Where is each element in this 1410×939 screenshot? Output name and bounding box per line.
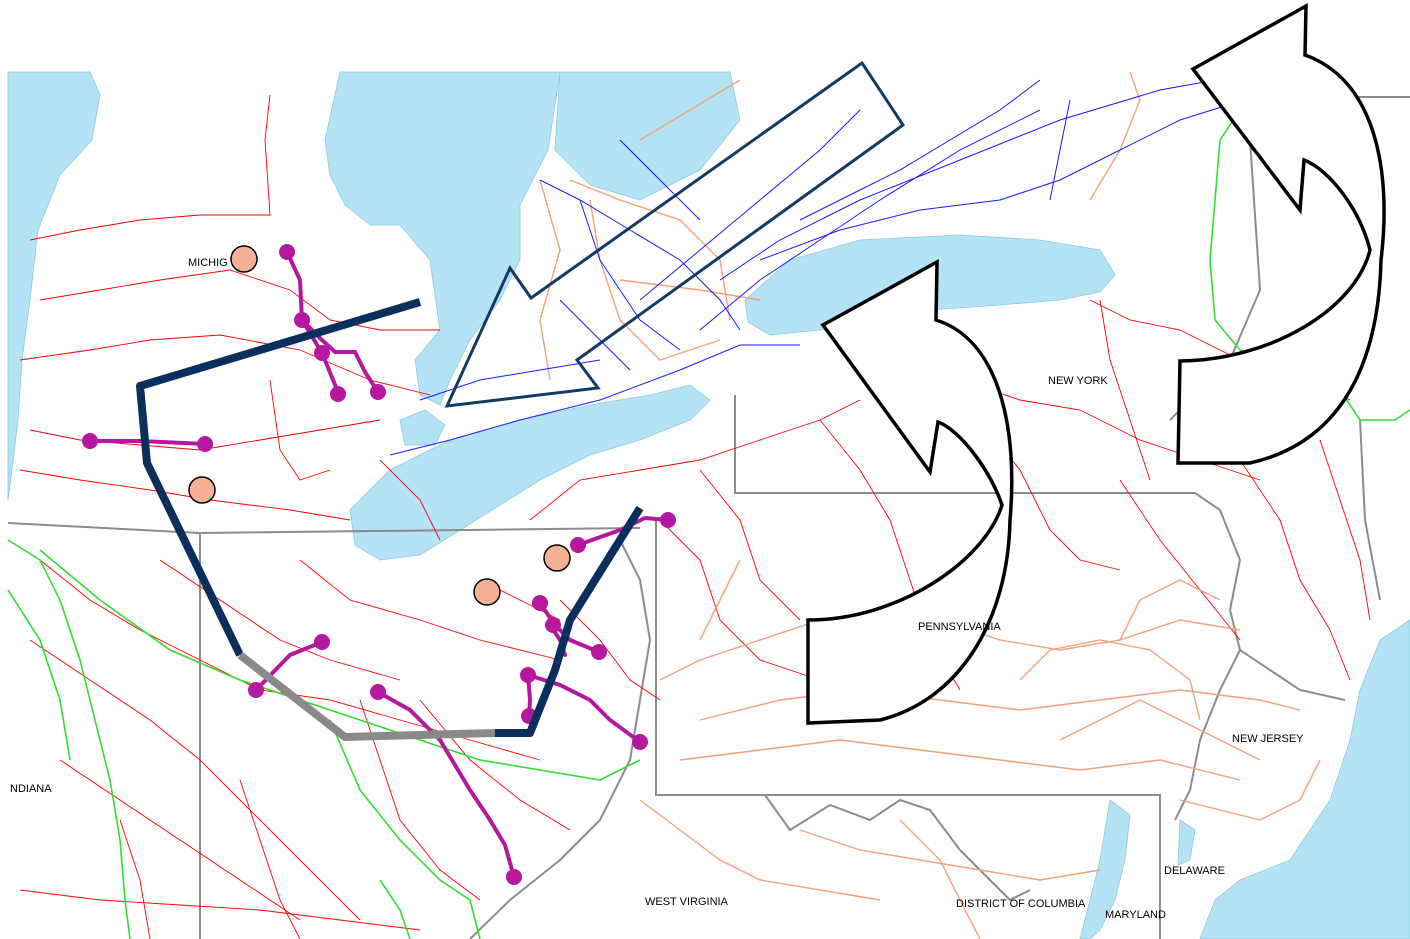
line-endpoint-dot-icon (660, 512, 676, 528)
label-indiana: NDIANA (10, 783, 52, 795)
line-endpoint-dot-icon (370, 384, 386, 400)
plant-markers (188, 245, 571, 606)
label-delaware: DELAWARE (1164, 865, 1225, 877)
label-district-of-columbia: DISTRICT OF COLUMBIA (956, 898, 1086, 910)
outline-arrow-icon (444, 60, 906, 408)
lake-huron (324, 71, 561, 406)
label-maryland: MARYLAND (1105, 909, 1166, 921)
line-endpoint-dot-icon (370, 684, 386, 700)
line-endpoint-dot-icon (279, 244, 295, 260)
gray-corridor (237, 651, 496, 741)
water-bodies (7, 71, 1410, 939)
atlantic-ocean (1199, 619, 1410, 939)
blue-transmission-lines (389, 71, 1261, 456)
lake-st-clair (399, 409, 446, 446)
line-endpoint-dot-icon (506, 869, 522, 885)
map-background (8, 72, 1410, 938)
lake-michigan (7, 71, 101, 501)
state-labels: MICHIG NEW YORK PENNSYLVANIA NDIANA NEW … (10, 257, 1304, 921)
label-new-jersey: NEW JERSEY (1232, 733, 1304, 745)
label-west-virginia: WEST VIRGINIA (645, 896, 729, 908)
label-michigan: MICHIG (188, 257, 228, 269)
plant-marker-icon (543, 544, 571, 572)
line-endpoint-dot-icon (591, 644, 607, 660)
plant-marker-icon (230, 245, 258, 273)
delaware-bay (1177, 819, 1196, 866)
curved-arrow-icon (806, 259, 1014, 725)
orange-transmission-lines (539, 71, 1321, 939)
line-endpoint-dot-icon (570, 537, 586, 553)
magenta-endpoints (82, 244, 676, 885)
green-transmission-lines (7, 96, 1410, 939)
line-endpoint-dot-icon (82, 433, 98, 449)
line-endpoint-dot-icon (520, 667, 536, 683)
line-endpoint-dot-icon (197, 436, 213, 452)
curved-arrow-icon (1176, 2, 1386, 465)
line-endpoint-dot-icon (314, 634, 330, 650)
label-new-york: NEW YORK (1048, 375, 1108, 387)
line-endpoint-dot-icon (294, 312, 310, 328)
line-endpoint-dot-icon (632, 734, 648, 750)
line-endpoint-dot-icon (330, 386, 346, 402)
label-pennsylvania: PENNSYLVANIA (918, 621, 1001, 633)
line-endpoint-dot-icon (314, 345, 330, 361)
line-endpoint-dot-icon (532, 595, 548, 611)
plant-marker-icon (188, 476, 216, 504)
line-endpoint-dot-icon (545, 617, 561, 633)
navy-corridor (136, 298, 644, 737)
line-endpoint-dot-icon (248, 682, 264, 698)
chesapeake-bay (1079, 799, 1131, 939)
plant-marker-icon (473, 578, 501, 606)
